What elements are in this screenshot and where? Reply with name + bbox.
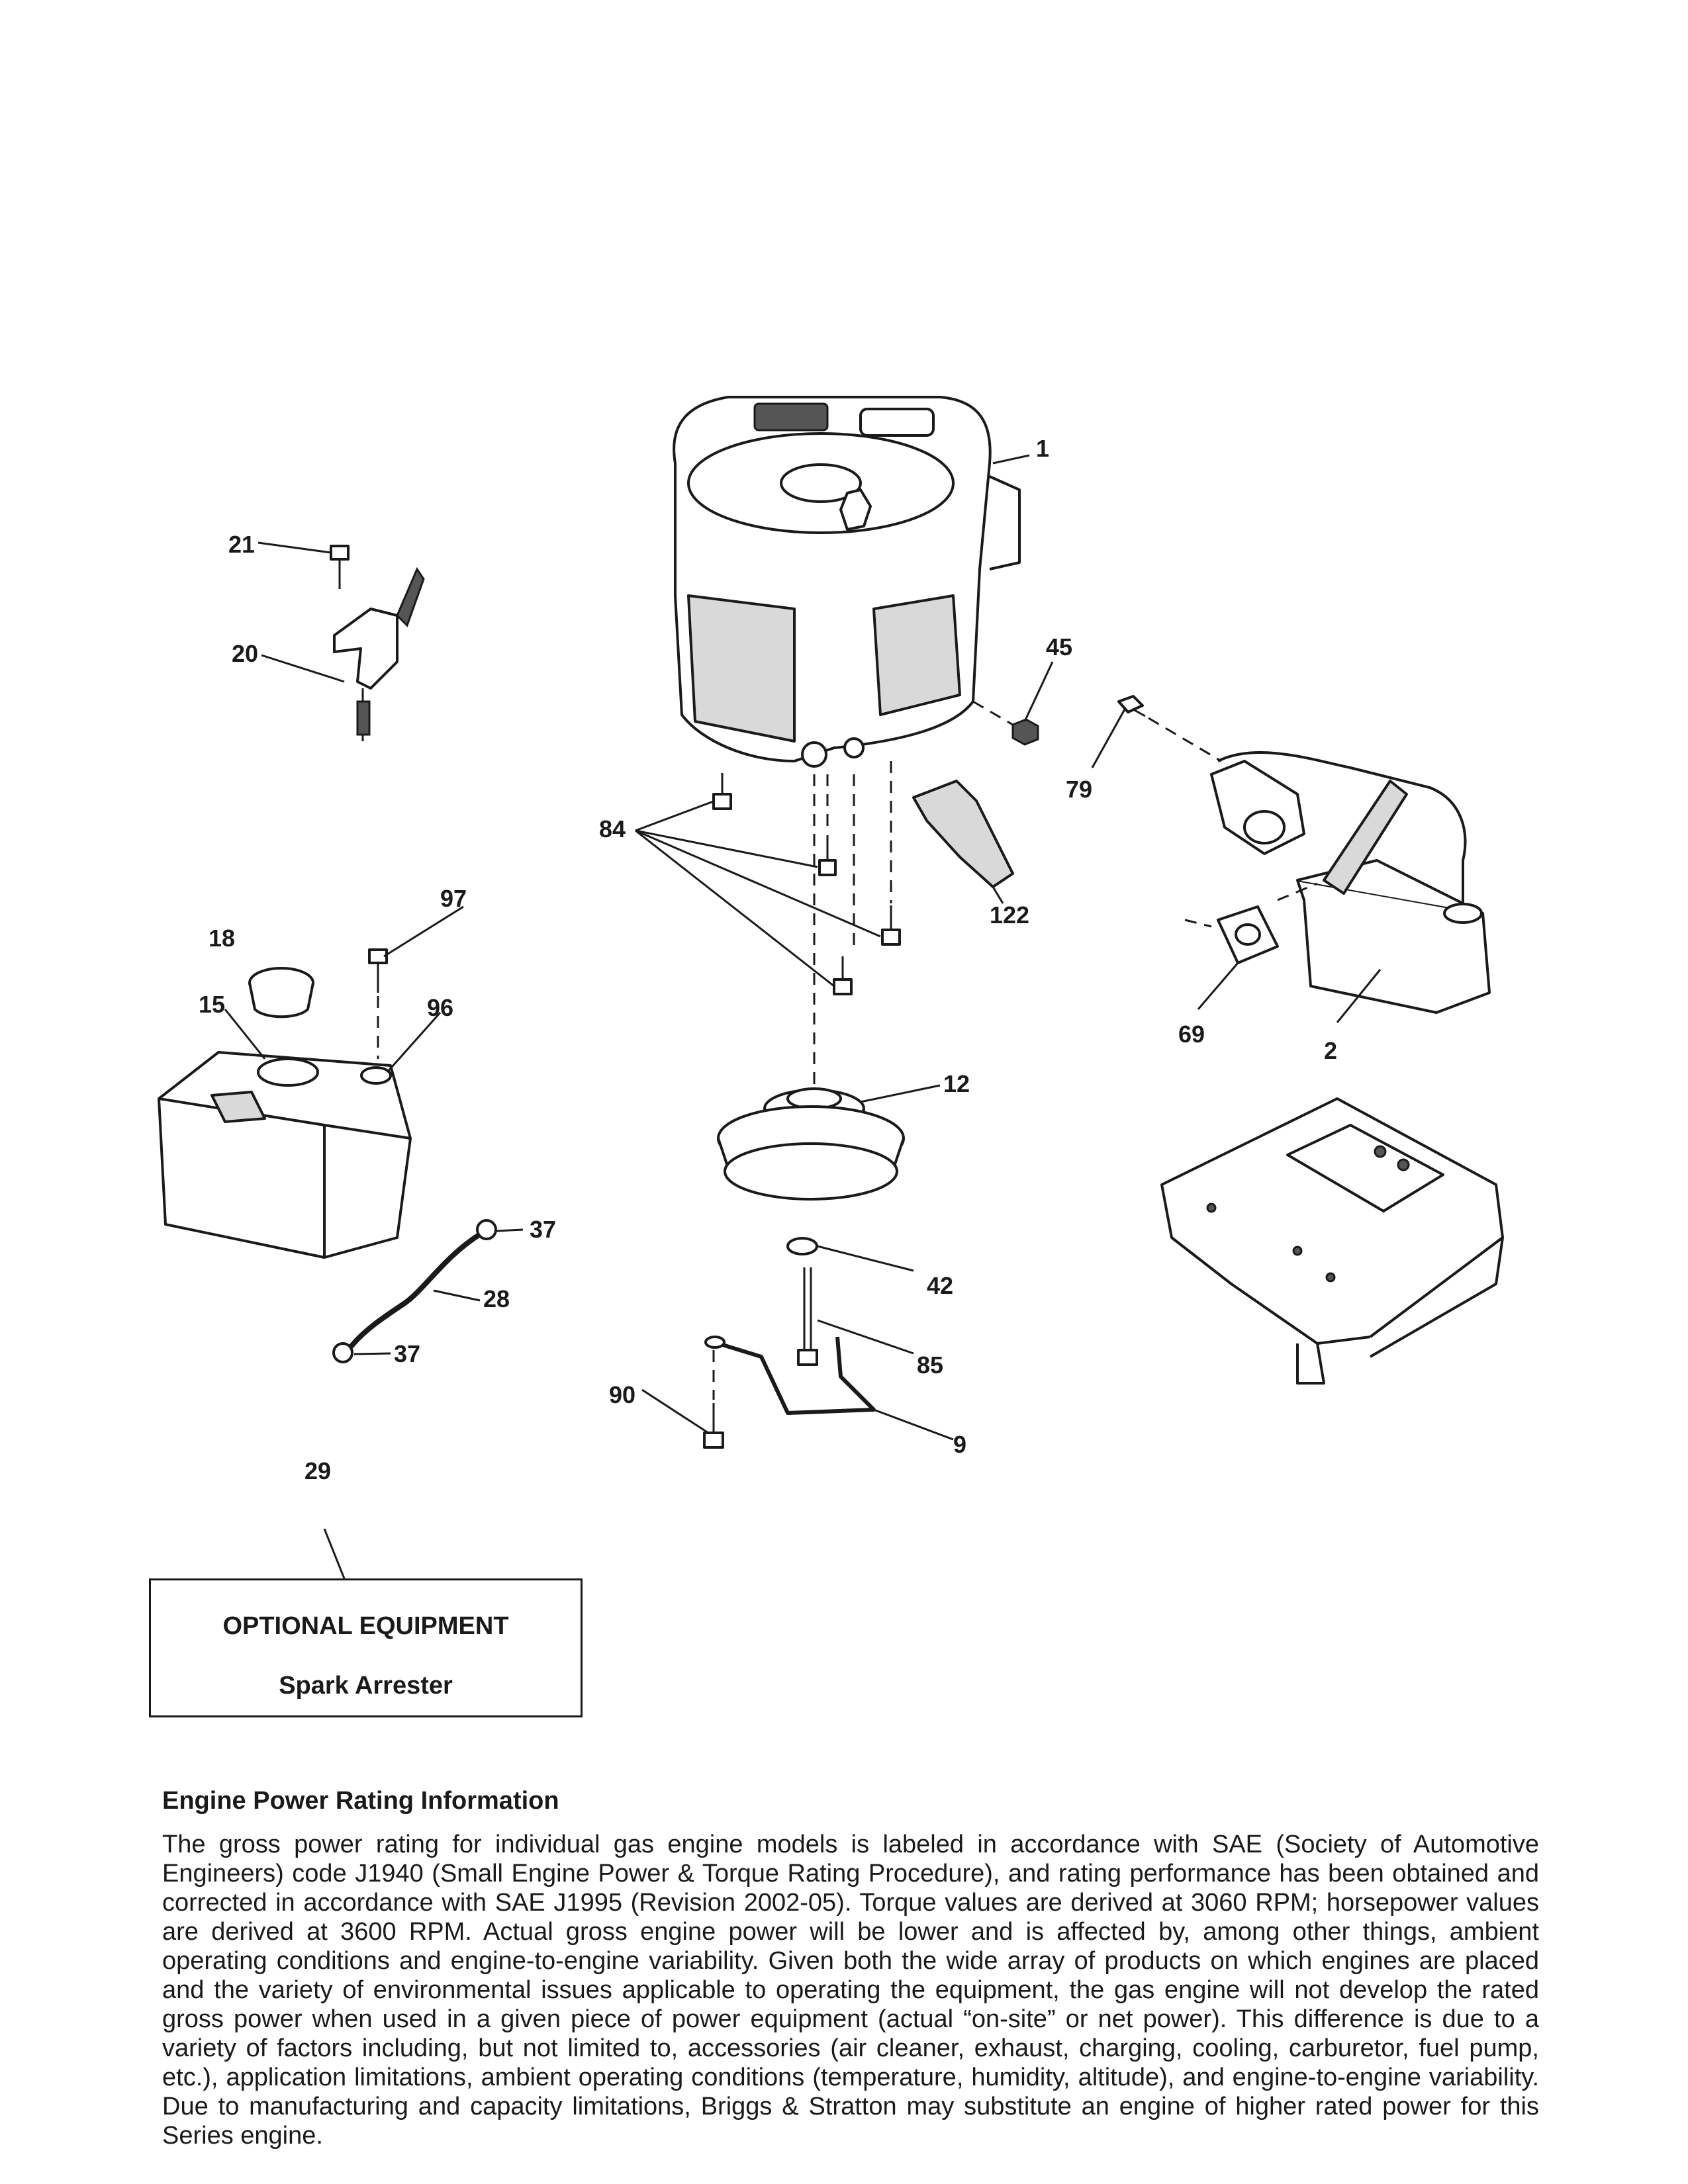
fuel-tank-part: [158, 1051, 412, 1259]
callout-15: 15: [199, 991, 225, 1018]
callout-37-lower: 37: [394, 1340, 420, 1367]
shield-part: [912, 780, 1014, 888]
engine-power-rating-body: The gross power rating for individual ga…: [162, 1831, 1539, 2150]
callout-97: 97: [440, 885, 467, 912]
callout-20: 20: [232, 640, 258, 667]
callout-84: 84: [599, 815, 626, 842]
fuel-cap-part: [248, 967, 314, 1019]
screw-part: [330, 545, 350, 589]
callout-37-upper: 37: [530, 1216, 556, 1243]
bolt-part: [368, 948, 388, 993]
callout-122: 122: [990, 901, 1029, 929]
callout-29: 29: [305, 1457, 331, 1484]
callout-9: 9: [953, 1431, 966, 1458]
optional-equipment-item: Spark Arrester: [279, 1672, 453, 1700]
leader-lines: [224, 454, 1382, 1579]
nut-part: [1011, 718, 1039, 746]
frame-plate-part: [1160, 1097, 1504, 1385]
callout-21: 21: [228, 531, 255, 558]
bolt-part: [703, 1403, 724, 1449]
callout-96: 96: [427, 994, 453, 1021]
callout-2: 2: [1324, 1037, 1337, 1064]
callout-69: 69: [1178, 1021, 1205, 1048]
callout-1: 1: [1036, 435, 1049, 462]
engine-part: [673, 396, 1021, 768]
rod-part: [718, 1336, 876, 1415]
exhaust-pipe-part: [1210, 760, 1305, 855]
pulley-part: [717, 1087, 905, 1201]
parts-diagram: 1 21 20 45 79 84 122 97 18 15 96 69 2 12…: [158, 396, 1504, 1579]
optional-equipment-box: OPTIONAL EQUIPMENT Spark Arrester: [149, 1578, 583, 1717]
clamp-part: [476, 1219, 497, 1240]
callout-42: 42: [927, 1272, 953, 1299]
bolt-part: [797, 1267, 818, 1366]
engine-power-rating-section: Engine Power Rating Information The gros…: [162, 1787, 1539, 2150]
callout-28: 28: [483, 1285, 510, 1312]
washer-part: [360, 1066, 392, 1085]
callout-18: 18: [209, 925, 235, 952]
callout-90: 90: [609, 1381, 635, 1408]
bolt-part: [712, 773, 901, 995]
fuel-line-part: [348, 1232, 482, 1349]
clamp-part: [332, 1342, 353, 1363]
optional-equipment-title: OPTIONAL EQUIPMENT: [222, 1612, 509, 1640]
callout-85: 85: [917, 1351, 943, 1379]
washer-part: [786, 1237, 818, 1255]
callout-79: 79: [1066, 776, 1092, 803]
callout-12: 12: [943, 1070, 970, 1097]
throttle-control-part: [333, 567, 425, 741]
engine-power-rating-heading: Engine Power Rating Information: [162, 1787, 559, 1815]
callout-45: 45: [1046, 633, 1072, 660]
gasket-part: [1217, 905, 1279, 964]
